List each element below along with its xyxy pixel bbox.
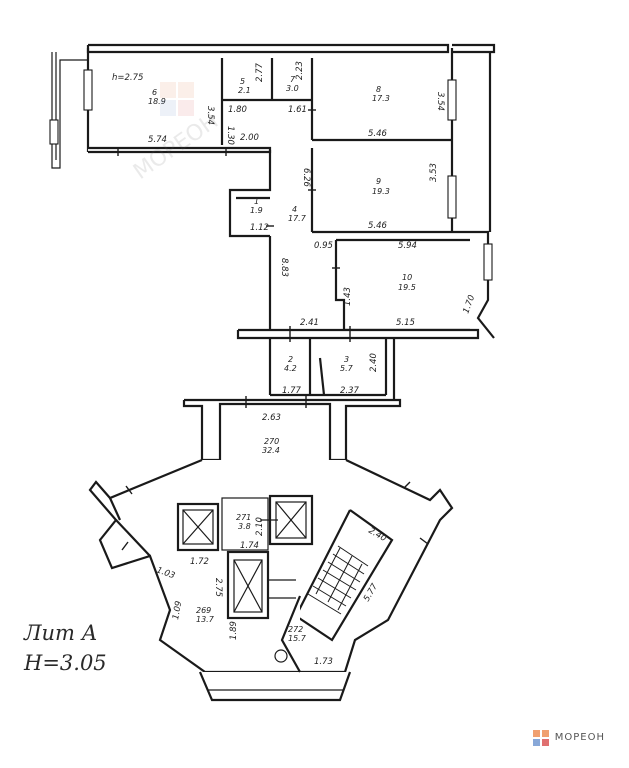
drain-icon [274, 649, 288, 663]
dim-label: 5.46 [368, 221, 388, 231]
lit-label: Лит А [23, 621, 98, 645]
dim-label: 8.83 [279, 258, 289, 277]
room-6-number: 6 [152, 88, 157, 97]
stairs [307, 545, 369, 615]
dim-label: 2.10 [255, 517, 265, 536]
room-10-area: 19.5 [398, 283, 416, 292]
room-272-area: 15.7 [288, 634, 307, 643]
door-ticks [117, 109, 429, 551]
dim-label: 1.09 [171, 600, 184, 620]
dim-label: 1.72 [190, 557, 209, 567]
dim-label: 2.00 [240, 133, 259, 143]
room-5-number: 5 [240, 77, 245, 86]
dim-label: 6.26 [301, 168, 311, 188]
room-6-area: 18.9 [148, 97, 166, 106]
windows [49, 69, 493, 281]
room-4-area: 17.7 [288, 214, 307, 223]
lit-height: H=3.05 [23, 651, 107, 675]
dim-label: 5.94 [398, 241, 417, 251]
dim-label: 2.75 [213, 578, 223, 597]
dim-label: 5.74 [148, 135, 167, 145]
dim-label: 3.54 [435, 92, 445, 111]
dim-label: 2.41 [300, 318, 319, 328]
room-3-number: 3 [344, 355, 349, 364]
dim-label: 1.30 [225, 126, 235, 145]
room-10-number: 10 [402, 273, 412, 282]
stair-hall-walls [88, 398, 454, 702]
dim-label: 2.37 [340, 386, 360, 396]
room-8-number: 8 [376, 85, 381, 94]
dim-label: 1.70 [461, 294, 477, 315]
dim-label: 2.40 [369, 353, 379, 372]
room-9-area: 19.3 [372, 187, 390, 196]
dim-label: 3.53 [429, 163, 439, 182]
room-7-area: 3.0 [286, 84, 299, 93]
logo-squares-icon [532, 730, 549, 746]
dim-label: 1.61 [288, 105, 307, 115]
room-272-number: 272 [288, 625, 303, 634]
room-271-number: 271 [236, 513, 251, 522]
room-271-area: 3.8 [238, 522, 251, 531]
room-8-area: 17.3 [372, 94, 390, 103]
dim-label: 1.74 [240, 541, 259, 551]
logo-text: МОРЕОН [554, 732, 605, 743]
room-2-number: 2 [288, 355, 293, 364]
logo: МОРЕОН [532, 730, 605, 746]
room-5-area: 2.1 [238, 86, 251, 95]
room-7-number: 7 [290, 75, 296, 84]
apartment-walls [51, 43, 496, 400]
room-269-number: 269 [196, 606, 211, 615]
dim-label: 1.77 [282, 386, 302, 396]
dim-label: 1.89 [229, 621, 239, 640]
room-9-number: 9 [376, 177, 381, 186]
room-2-area: 4.2 [284, 364, 297, 373]
room-labels: h=2.75 6 18.9 5 2.1 7 3.0 8 17.3 9 19.3 … [112, 73, 416, 643]
dim-label: 3.54 [205, 106, 215, 125]
room-4-number: 4 [292, 205, 297, 214]
room-270-area: 32.4 [262, 446, 280, 455]
dim-label: 5.46 [368, 129, 388, 139]
room-3-area: 5.7 [340, 364, 354, 373]
dim-label: 1.12 [250, 223, 269, 233]
dimension-labels: 3.54 5.74 1.80 1.30 2.00 2.77 2.23 1.61 … [148, 61, 477, 667]
upper-height-label: h=2.75 [112, 73, 143, 83]
room-1-area: 1.9 [250, 206, 263, 215]
room-1-number: 1 [254, 197, 259, 206]
dim-label: 1.43 [343, 287, 353, 306]
dim-label: 1.80 [228, 105, 247, 115]
dim-label: 1.73 [314, 657, 333, 667]
dim-label: 2.77 [255, 62, 265, 82]
dim-label: 2.63 [262, 413, 281, 423]
dim-label: 5.15 [396, 318, 415, 328]
room-269-area: 13.7 [196, 615, 215, 624]
room-270-number: 270 [264, 437, 279, 446]
dim-label: 2.23 [295, 61, 305, 80]
dim-label: 0.95 [314, 241, 333, 251]
